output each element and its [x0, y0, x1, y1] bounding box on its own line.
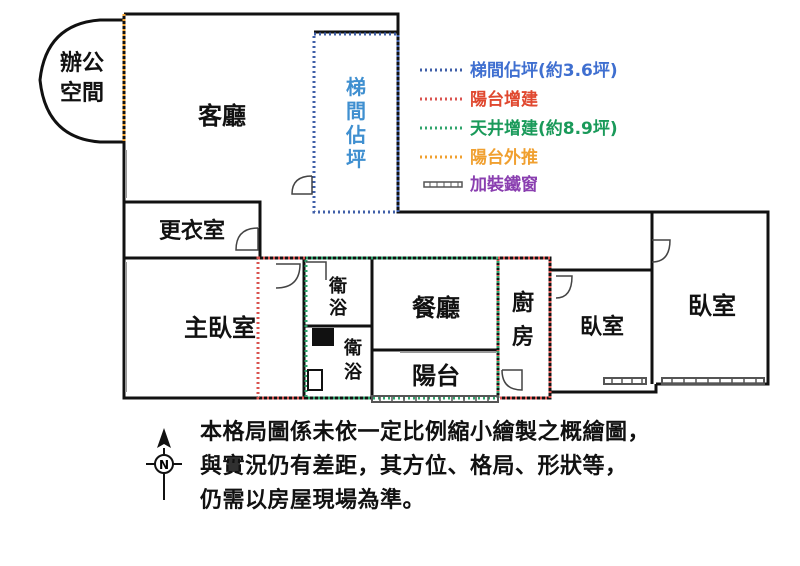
bedroom1-label: 臥室 [580, 314, 624, 340]
office-label-line1: 辦公 [60, 51, 104, 76]
note-line-3: 仍需以房屋現場為準。 [200, 488, 426, 513]
bath1-label-2: 浴 [329, 298, 348, 319]
legend: 梯間佔坪(約3.6坪) 陽台增建 天井增建(約8.9坪) 陽台外推 加裝鐵窗 [420, 60, 618, 195]
master-bedroom-label: 主臥室 [184, 314, 256, 342]
kitchen-label-2: 房 [512, 324, 534, 350]
legend-swatch-grille [423, 181, 463, 188]
note-line-2: 與實況仍有差距，其方位、格局、形狀等， [200, 454, 628, 479]
balcony-label: 陽台 [412, 362, 460, 390]
stair-label-1: 梯 [346, 75, 366, 99]
office-wall [38, 18, 124, 144]
stair-label-2: 間 [346, 99, 366, 123]
legend-label-courtyard: 天井增建(約8.9坪) [470, 118, 618, 139]
bath2-label-1: 衛 [343, 337, 362, 359]
balcony-addition-outlines [256, 256, 552, 400]
legend-label-stair: 梯間佔坪(約3.6坪) [470, 60, 618, 81]
shaft-block [312, 328, 334, 346]
disclaimer-note: 本格局圖係未依一定比例縮小繪製之概繪圖， 與實況仍有差距，其方位、格局、形狀等，… [200, 416, 790, 518]
toilet-fixture [307, 369, 323, 391]
courtyard-outline [304, 256, 500, 400]
stair-label-3: 佔 [345, 123, 366, 147]
legend-label-balcony-addition: 陽台增建 [470, 89, 538, 110]
iron-grilles [371, 377, 765, 403]
bath2-label-2: 浴 [344, 362, 363, 383]
compass-icon: N [146, 428, 182, 500]
note-line-1: 本格局圖係未依一定比例縮小繪製之概繪圖， [200, 420, 651, 445]
bedroom2-label: 臥室 [688, 292, 736, 320]
legend-label-pushout: 陽台外推 [470, 147, 538, 168]
office-label-line2: 空間 [60, 80, 104, 106]
doors [235, 175, 671, 391]
living-room-label: 客廳 [198, 102, 246, 130]
bath1-label-1: 衛 [328, 275, 347, 297]
compass-north-letter: N [159, 458, 169, 472]
stair-outline [312, 32, 400, 214]
dining-label: 餐廳 [412, 294, 460, 322]
stair-label-4: 坪 [346, 147, 366, 171]
legend-label-grille: 加裝鐵窗 [469, 174, 538, 195]
closet-label: 更衣室 [159, 218, 225, 244]
kitchen-label-1: 廚 [512, 290, 534, 316]
